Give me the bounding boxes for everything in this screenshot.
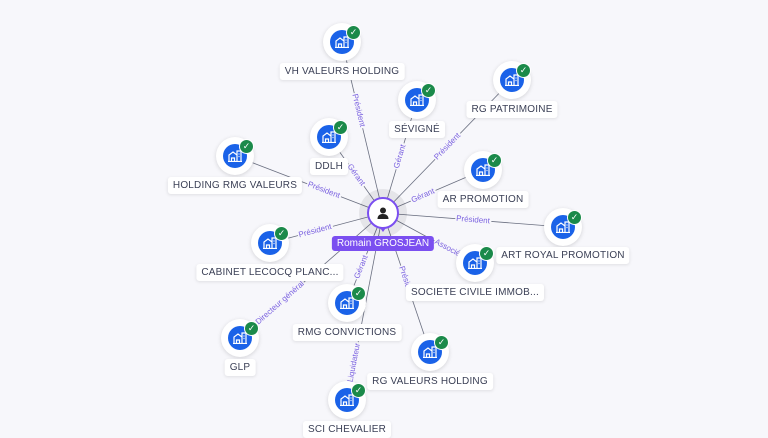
person-label: Romain GROSJEAN (331, 236, 435, 251)
check-icon: ✓ (567, 210, 582, 225)
company-label: RMG CONVICTIONS (292, 324, 402, 341)
company-label: AR PROMOTION (437, 191, 529, 208)
edge (382, 99, 418, 214)
check-icon: ✓ (421, 83, 436, 98)
person-icon (367, 197, 399, 229)
edge-label: Président (456, 214, 491, 226)
company-label: ART ROYAL PROMOTION (496, 247, 630, 264)
edge-label: Président (298, 222, 334, 240)
company-label: RG VALEURS HOLDING (367, 373, 493, 390)
company-label: SÉVIGNÉ (389, 121, 445, 138)
check-icon: ✓ (239, 139, 254, 154)
edge (234, 155, 384, 214)
company-label: CABINET LECOCQ PLANC... (196, 264, 344, 281)
edge-label: Gérant (352, 253, 370, 280)
check-icon: ✓ (479, 246, 494, 261)
edge-label: Gérant (346, 162, 368, 188)
building-icon (258, 231, 282, 255)
company-label: SOCIETE CIVILE IMMOB... (406, 284, 544, 301)
check-icon: ✓ (346, 25, 361, 40)
company-label: RG PATRIMOINE (466, 101, 558, 118)
edge-label: Gérant (410, 186, 437, 204)
company-label: GLP (224, 359, 256, 376)
check-icon: ✓ (244, 321, 259, 336)
company-label: HOLDING RMG VALEURS (167, 177, 303, 194)
check-icon: ✓ (351, 286, 366, 301)
company-label: VH VALEURS HOLDING (279, 63, 405, 80)
check-icon: ✓ (333, 120, 348, 135)
edge-label: Gérant (392, 143, 408, 170)
edge-label: Directeur général (254, 279, 306, 326)
check-icon: ✓ (274, 226, 289, 241)
check-icon: ✓ (487, 153, 502, 168)
check-icon: ✓ (516, 63, 531, 78)
edge (269, 212, 384, 244)
edge-label: Président (307, 180, 342, 201)
edge-label: Liquidateur (346, 342, 362, 383)
company-label: SCI CHEVALIER (303, 421, 391, 438)
check-icon: ✓ (434, 335, 449, 350)
company-label: DDLH (309, 158, 349, 175)
edge-label: Président (350, 93, 367, 129)
check-icon: ✓ (351, 383, 366, 398)
edge (382, 212, 564, 228)
